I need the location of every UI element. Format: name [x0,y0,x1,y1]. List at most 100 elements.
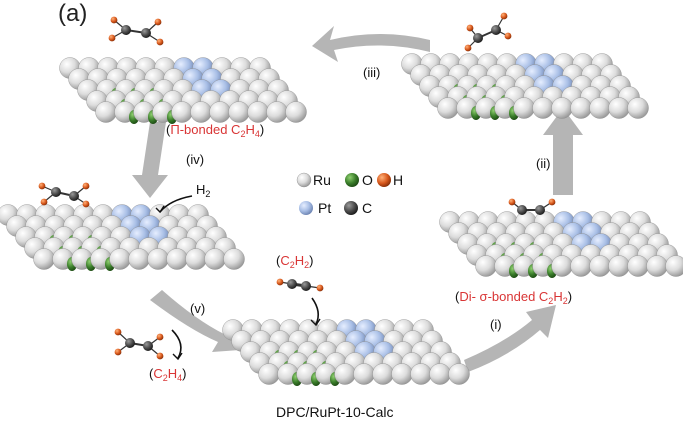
ru-atom [627,255,649,277]
c2h4-pointer-head [172,352,183,361]
ru-atom [266,101,288,123]
ru-atom [429,363,451,385]
ru-atom [589,255,611,277]
ru-atom [608,97,630,119]
arrow-step-ii [543,108,583,195]
molecule-c2h2-di-sigma [508,198,556,215]
h-atom [82,200,90,208]
c2h4-product-label: (C2H4) [149,366,187,383]
ru-atom [128,248,150,270]
ru-atom [410,363,432,385]
h-atom [110,16,118,24]
h-atom [504,32,512,40]
arrow-step-i [464,305,556,372]
c-atom [141,28,151,38]
h-atom [38,182,46,190]
slab-middle-right [439,211,683,278]
ru-atom [627,97,649,119]
c2h2-pointer-head [310,318,321,327]
legend-o-ball [345,173,359,187]
ru-atom [166,248,188,270]
pi-bonded-c2h4-label: (Π-bonded C2H4) [166,122,265,139]
ru-atom [228,101,250,123]
h-atom [276,278,284,286]
h-atom [156,352,164,360]
molecule-c2h2-gas [276,278,324,292]
ru-atom [608,255,630,277]
c-atom [121,25,131,35]
ru-atom [185,248,207,270]
c-atom [287,279,297,289]
ru-atom [475,255,497,277]
h-atom [82,182,90,190]
legend-h-label: H [393,172,404,188]
legend-pt-label: Pt [318,200,332,216]
ru-atom [589,97,611,119]
step-i-label: (i) [490,317,502,332]
ru-atom [353,363,375,385]
ru-atom [646,255,668,277]
c-atom [69,191,79,201]
ru-atom [437,97,459,119]
slab-top-left [59,57,307,124]
ru-atom [190,101,212,123]
c-atom [517,205,527,215]
ru-atom [33,248,55,270]
cycle-arrows [132,26,583,372]
c2h4-pointer-arrow [171,329,182,359]
c-atom [535,205,545,215]
c-atom [473,33,483,43]
ru-atom [95,101,117,123]
legend [296,172,391,215]
legend-ru-ball [296,172,312,188]
arrow-step-iii [312,26,430,62]
h-atom [156,38,164,46]
h2-label: H2 [196,182,211,199]
ru-atom [223,248,245,270]
h-atom [156,333,164,341]
step-ii-label: (ii) [536,156,551,171]
ru-atom [372,363,394,385]
c-atom [491,25,501,35]
h-atom [548,198,556,206]
slab-top-right [401,53,649,120]
h-atom [40,198,48,206]
h-atom [466,24,474,32]
legend-h-ball [377,173,391,187]
arrow-step-iv [132,122,168,198]
ru-atom [391,363,413,385]
c-atom [51,187,61,197]
ru-atom [247,101,269,123]
slab-bottom [222,319,470,386]
step-iv-label: (iv) [186,152,205,167]
pointer-arrows [155,195,321,361]
ru-atom [513,97,535,119]
catalyst-caption: DPC/RuPt-10-Calc [276,404,394,420]
legend-o-label: O [362,172,373,188]
adsorbate-molecules [38,12,556,360]
c2h2-reactant-label: (C2H2) [276,253,314,270]
arrow-step-v [150,290,240,352]
ru-atom [147,248,169,270]
molecule-c2h4-hydrogenating [38,182,90,208]
step-iii-label: (iii) [363,65,381,80]
h-atom [114,348,122,356]
ru-atom [285,101,307,123]
molecule-c2h4-pi [108,16,164,46]
ru-atom [551,255,573,277]
c2h2-pointer-arrow [311,297,320,325]
c-atom [125,338,135,348]
ru-atom [448,363,470,385]
ru-atom [665,255,683,277]
ru-atom [551,97,573,119]
ru-atom [109,248,131,270]
panel-label: (a) [58,0,88,27]
h2-pointer-head [155,205,165,214]
legend-pt-ball [299,201,313,215]
ru-atom [570,97,592,119]
h-atom [154,18,162,26]
slab-middle-left [0,204,245,271]
h-atom [114,328,122,336]
c-atom [143,341,153,351]
